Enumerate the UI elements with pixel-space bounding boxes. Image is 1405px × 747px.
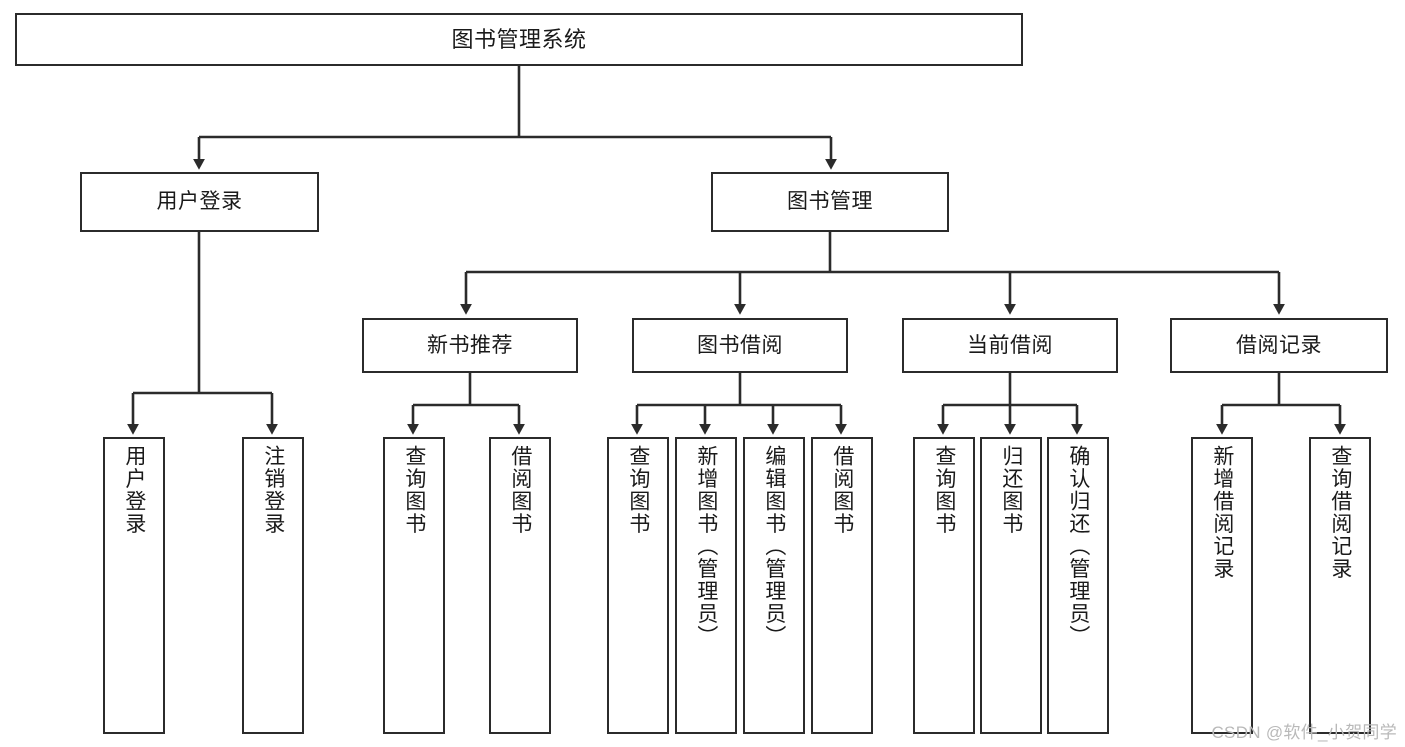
leaf-borrow-query-book[interactable]: 查询图书 bbox=[607, 437, 669, 734]
leaf-recommend-borrow-book[interactable]: 借阅图书 bbox=[489, 437, 551, 734]
node-current-borrow[interactable]: 当前借阅 bbox=[902, 318, 1118, 373]
node-label: 新书推荐 bbox=[427, 333, 513, 357]
node-book-management[interactable]: 图书管理 bbox=[711, 172, 949, 232]
node-label: 图书管理系统 bbox=[451, 26, 587, 52]
node-label: 当前借阅 bbox=[967, 333, 1053, 357]
leaf-user-login[interactable]: 用户登录 bbox=[103, 437, 165, 734]
node-label: 查询图书 bbox=[402, 445, 426, 535]
leaf-current-confirm-return-admin[interactable]: 确认归还（管理员） bbox=[1047, 437, 1109, 734]
leaf-user-logout[interactable]: 注销登录 bbox=[242, 437, 304, 734]
node-label: 图书借阅 bbox=[697, 333, 783, 357]
leaf-record-add-record[interactable]: 新增借阅记录 bbox=[1191, 437, 1253, 734]
node-root-system[interactable]: 图书管理系统 bbox=[15, 13, 1023, 66]
node-user-login[interactable]: 用户登录 bbox=[80, 172, 319, 232]
node-label: 借阅图书 bbox=[830, 445, 854, 535]
leaf-recommend-query-book[interactable]: 查询图书 bbox=[383, 437, 445, 734]
node-label: 归还图书 bbox=[999, 445, 1023, 535]
node-label: 查询图书 bbox=[932, 445, 956, 535]
node-label: 用户登录 bbox=[156, 190, 243, 214]
leaf-current-query-book[interactable]: 查询图书 bbox=[913, 437, 975, 734]
csdn-watermark: CSDN @软件_小贺同学 bbox=[1211, 723, 1397, 742]
node-label: 用户登录 bbox=[122, 445, 146, 535]
node-label: 查询借阅记录 bbox=[1328, 445, 1352, 580]
node-label: 查询图书 bbox=[626, 445, 650, 535]
leaf-current-return-book[interactable]: 归还图书 bbox=[980, 437, 1042, 734]
node-book-borrow[interactable]: 图书借阅 bbox=[632, 318, 848, 373]
node-label: 编辑图书（管理员） bbox=[762, 445, 786, 648]
leaf-borrow-add-book-admin[interactable]: 新增图书（管理员） bbox=[675, 437, 737, 734]
node-borrow-record[interactable]: 借阅记录 bbox=[1170, 318, 1388, 373]
node-label: 新增借阅记录 bbox=[1210, 445, 1234, 580]
leaf-record-query-record[interactable]: 查询借阅记录 bbox=[1309, 437, 1371, 734]
node-label: 图书管理 bbox=[787, 190, 873, 214]
node-label: 借阅记录 bbox=[1236, 333, 1322, 357]
leaf-borrow-edit-book-admin[interactable]: 编辑图书（管理员） bbox=[743, 437, 805, 734]
node-new-book-recommend[interactable]: 新书推荐 bbox=[362, 318, 578, 373]
node-label: 注销登录 bbox=[261, 445, 285, 535]
node-label: 确认归还（管理员） bbox=[1066, 445, 1090, 648]
leaf-borrow-borrow-book[interactable]: 借阅图书 bbox=[811, 437, 873, 734]
node-label: 借阅图书 bbox=[508, 445, 532, 535]
node-label: 新增图书（管理员） bbox=[694, 445, 718, 648]
